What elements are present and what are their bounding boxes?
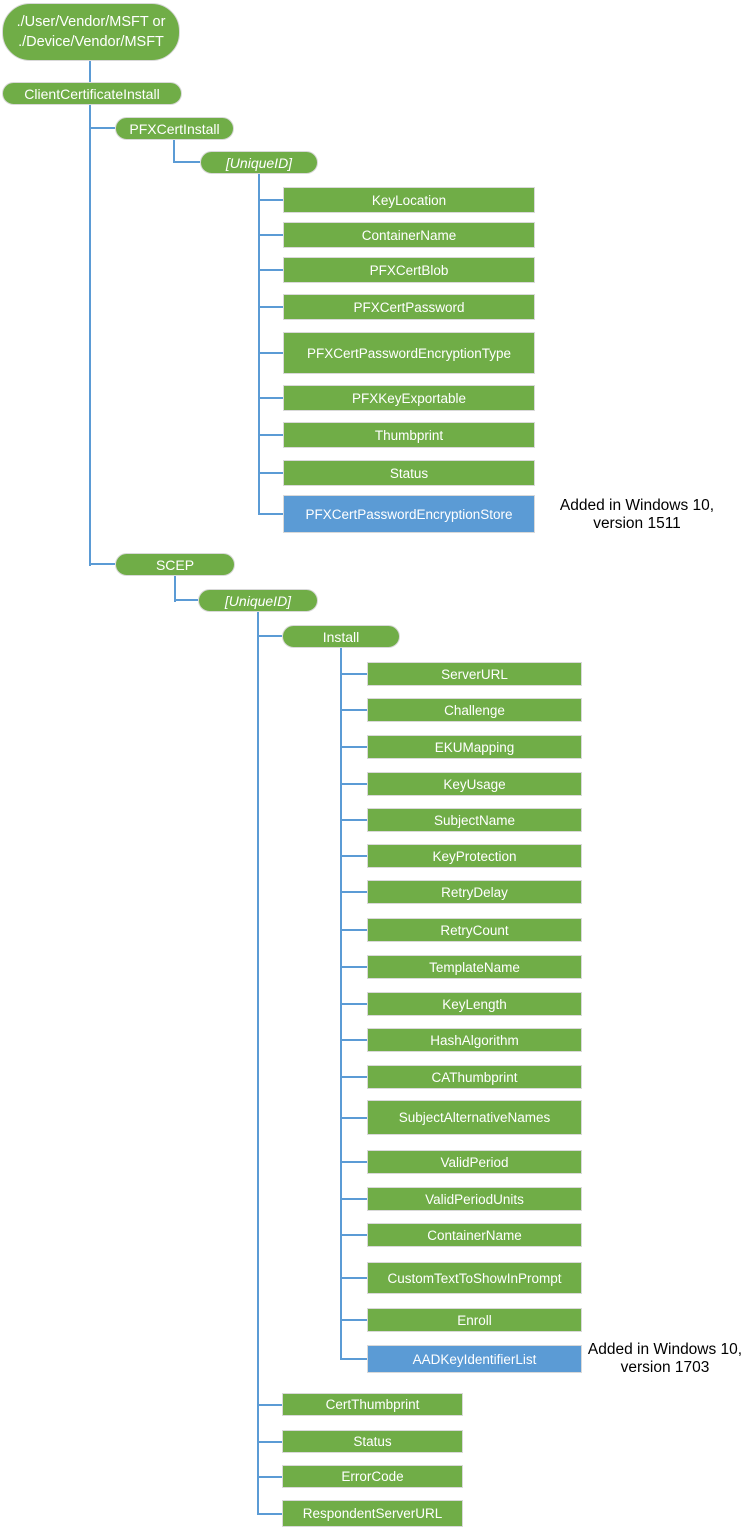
node-subjectname: SubjectName xyxy=(367,808,582,832)
connector-line xyxy=(174,161,200,163)
connector-line xyxy=(341,1198,367,1200)
connector-line xyxy=(89,61,91,82)
connector-line xyxy=(258,1513,282,1515)
node-install: Install xyxy=(282,625,400,648)
node-ekumapping: EKUMapping xyxy=(367,735,582,759)
node-containername: ContainerName xyxy=(367,1223,582,1247)
connector-line xyxy=(258,1404,282,1406)
annotation-added-1511: Added in Windows 10,version 1511 xyxy=(537,497,737,533)
connector-line xyxy=(175,599,198,601)
connector-line xyxy=(174,576,176,602)
node-keylength: KeyLength xyxy=(367,992,582,1016)
node-status: Status xyxy=(283,460,535,486)
node-pfx-uniqueid: [UniqueID] xyxy=(200,151,318,174)
connector-line xyxy=(258,174,260,515)
connector-line xyxy=(341,929,367,931)
connector-line xyxy=(341,891,367,893)
node-certthumbprint: CertThumbprint xyxy=(282,1393,463,1416)
node-cathumbprint: CAThumbprint xyxy=(367,1065,582,1089)
node-retrydelay: RetryDelay xyxy=(367,880,582,904)
node-pfxcertinstall: PFXCertInstall xyxy=(115,117,234,140)
root-node-line: ./Device/Vendor/MSFT xyxy=(18,34,164,50)
node-pfxcertpassword: PFXCertPassword xyxy=(283,294,535,320)
connector-line xyxy=(341,1319,367,1321)
connector-line xyxy=(341,783,367,785)
root-node: ./User/Vendor/MSFT or ./Device/Vendor/MSF… xyxy=(2,3,180,61)
node-scep-uniqueid: [UniqueID] xyxy=(198,589,318,612)
connector-line xyxy=(259,352,283,354)
annotation-added-1703-line2: version 1703 xyxy=(620,1359,710,1376)
node-templatename: TemplateName xyxy=(367,955,582,979)
node-clientcertificateinstall: ClientCertificateInstall xyxy=(2,82,182,105)
node-serverurl: ServerURL xyxy=(367,662,582,686)
node-keylocation: KeyLocation xyxy=(283,187,535,213)
node-errorcode: ErrorCode xyxy=(282,1465,463,1488)
connector-line xyxy=(173,140,175,163)
node-enroll: Enroll xyxy=(367,1308,582,1332)
connector-line xyxy=(341,1117,367,1119)
connector-line xyxy=(259,472,283,474)
connector-line xyxy=(259,434,283,436)
connector-line xyxy=(341,746,367,748)
connector-line xyxy=(90,127,115,129)
connector-line xyxy=(258,1441,282,1443)
annotation-added-1511-line1: Added in Windows 10, xyxy=(559,497,715,514)
annotation-added-1703: Added in Windows 10,version 1703 xyxy=(579,1341,751,1377)
connector-line xyxy=(341,1003,367,1005)
connector-line xyxy=(258,1476,282,1478)
node-pfxcertpasswordencryptiontype: PFXCertPasswordEncryptionType xyxy=(283,332,535,374)
node-retrycount: RetryCount xyxy=(367,918,582,942)
connector-line xyxy=(259,199,283,201)
node-pfxkeyexportable: PFXKeyExportable xyxy=(283,385,535,411)
node-aadkeyidentifierlist: AADKeyIdentifierList xyxy=(367,1345,582,1373)
node-challenge: Challenge xyxy=(367,698,582,722)
connector-line xyxy=(259,306,283,308)
node-respondentserverurl: RespondentServerURL xyxy=(282,1500,463,1527)
connector-line xyxy=(341,1039,367,1041)
connector-line xyxy=(259,397,283,399)
connector-line xyxy=(341,709,367,711)
connector-line xyxy=(341,1234,367,1236)
connector-line xyxy=(89,105,91,566)
connector-line xyxy=(341,1161,367,1163)
connector-line xyxy=(341,966,367,968)
connector-line xyxy=(341,1358,367,1360)
node-keyprotection: KeyProtection xyxy=(367,844,582,868)
node-customtexttoshowinprompt: CustomTextToShowInPrompt xyxy=(367,1262,582,1294)
connector-line xyxy=(341,1277,367,1279)
node-hashalgorithm: HashAlgorithm xyxy=(367,1028,582,1052)
node-containername: ContainerName xyxy=(283,222,535,248)
node-thumbprint: Thumbprint xyxy=(283,422,535,448)
node-scep: SCEP xyxy=(115,553,235,576)
connector-line xyxy=(90,563,115,565)
node-subjectalternativenames: SubjectAlternativeNames xyxy=(367,1100,582,1135)
node-status: Status xyxy=(282,1430,463,1453)
connector-line xyxy=(257,612,259,1515)
connector-line xyxy=(259,513,283,515)
connector-line xyxy=(341,855,367,857)
node-keyusage: KeyUsage xyxy=(367,772,582,796)
connector-line xyxy=(259,234,283,236)
node-pfxcertblob: PFXCertBlob xyxy=(283,257,535,283)
annotation-added-1703-line1: Added in Windows 10, xyxy=(587,1341,743,1358)
root-node-line: ./User/Vendor/MSFT or xyxy=(16,13,166,30)
connector-line xyxy=(341,673,367,675)
node-pfxcertpasswordencryptionstore: PFXCertPasswordEncryptionStore xyxy=(283,495,535,533)
connector-line xyxy=(258,635,282,637)
node-validperiod: ValidPeriod xyxy=(367,1150,582,1174)
annotation-added-1511-line2: version 1511 xyxy=(593,515,681,532)
connector-line xyxy=(341,1076,367,1078)
connector-line xyxy=(259,269,283,271)
connector-line xyxy=(341,819,367,821)
node-validperiodunits: ValidPeriodUnits xyxy=(367,1187,582,1211)
